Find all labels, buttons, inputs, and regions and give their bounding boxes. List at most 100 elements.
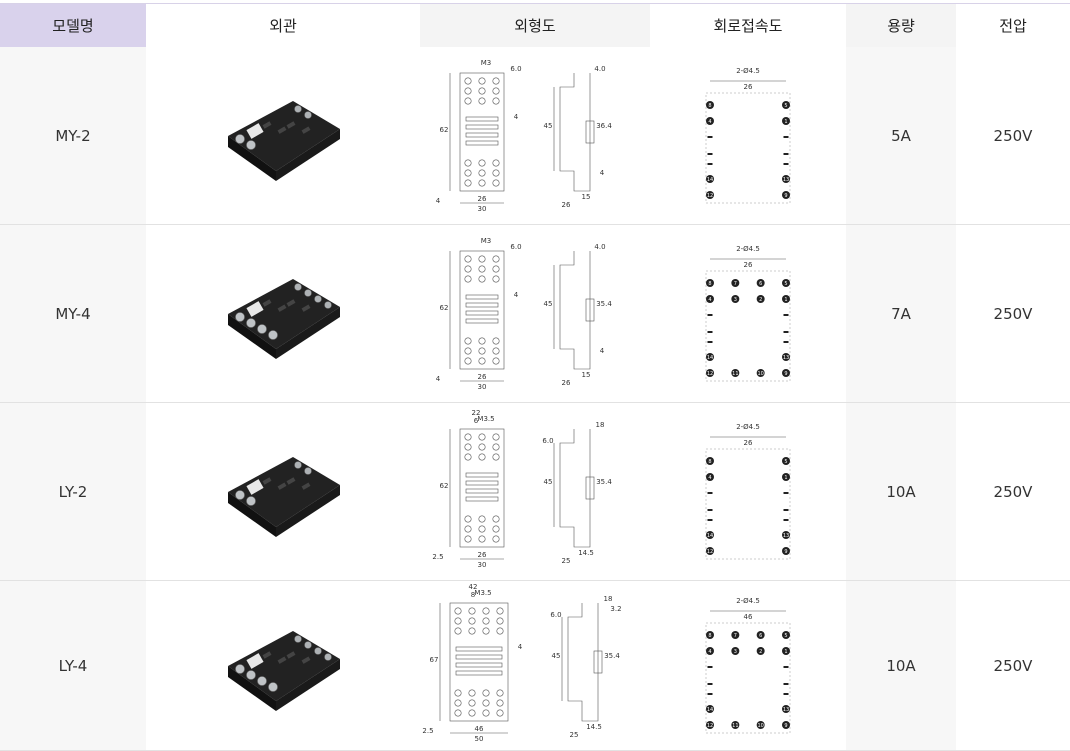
dim-inner-width: 26 (478, 195, 487, 203)
pin-5 (782, 456, 790, 465)
pin-label: 14 (707, 177, 713, 183)
pin-label: 13 (783, 533, 789, 539)
dim-side-depth: 4.0 (594, 243, 605, 251)
dim-sub-width: 6 (474, 417, 479, 425)
contact-bar (707, 665, 713, 668)
terminal-screw (235, 311, 245, 322)
contact-bar (707, 692, 713, 695)
contact-bar (783, 162, 789, 165)
contact-bar (707, 135, 713, 138)
contact-bar (783, 518, 789, 521)
contact-bar (783, 682, 789, 685)
pin-13 (782, 174, 790, 183)
dim-screw-size: M3.5 (474, 589, 491, 597)
contact-bar (707, 518, 713, 521)
dim-sub-width: 8 (471, 591, 475, 599)
dim-side-top: 6.0 (542, 437, 553, 445)
pin-label: 2 (759, 649, 762, 655)
pin-label: 13 (783, 707, 789, 713)
terminal-screw (294, 104, 302, 113)
dim-step: 4 (518, 643, 523, 651)
pin-label: 11 (732, 723, 738, 729)
pin-12 (706, 190, 714, 199)
pin-6 (756, 630, 765, 639)
pin-label: 2 (759, 297, 762, 303)
terminal-screw (314, 294, 322, 303)
pin-label: 11 (732, 371, 738, 377)
terminal-screw (324, 300, 332, 309)
pin-label: 14 (707, 533, 713, 539)
pin-label: 9 (784, 723, 787, 729)
contact-bar (707, 313, 713, 316)
pin-13 (782, 352, 790, 361)
dim-side-width-1: 15 (582, 371, 591, 379)
pin-slot (301, 655, 311, 664)
photo-cell (146, 225, 420, 402)
pin-5 (782, 278, 790, 287)
socket-body (228, 278, 340, 359)
pin-8 (706, 456, 714, 465)
pin-14 (706, 174, 714, 183)
mount-holes: 2-Ø4.5 (736, 597, 760, 605)
contact-bar (783, 692, 789, 695)
pin-slot (301, 303, 311, 312)
dim-inner-width: 26 (478, 373, 487, 381)
pin-8 (706, 630, 714, 639)
pin-4 (706, 116, 714, 125)
pin-label: 12 (707, 371, 713, 377)
pin-5 (782, 630, 790, 639)
model-cell: MY-2 (0, 47, 146, 224)
pin-12 (706, 720, 714, 729)
pin-4 (706, 472, 714, 481)
dim-side-step: 4 (600, 347, 605, 355)
label-window (246, 122, 264, 139)
terminal-screw (304, 288, 312, 297)
pin-slot (286, 298, 296, 307)
pin-9 (782, 368, 790, 377)
side-view (559, 72, 595, 191)
terminal-screw (268, 329, 278, 340)
pin-1 (782, 646, 790, 655)
pin-7 (731, 630, 740, 639)
terminal-screw (324, 652, 332, 661)
terminal-screw (314, 646, 322, 655)
pin-label: 7 (734, 281, 737, 287)
dim-side-height: 36.4 (596, 122, 612, 130)
pin-11 (731, 720, 740, 729)
pin-13 (782, 530, 790, 539)
pin-7 (731, 278, 740, 287)
pin-6 (756, 278, 765, 287)
contact-bar (783, 330, 789, 333)
pin-slot (301, 125, 311, 134)
terminal-screw (257, 675, 267, 686)
pin-label: 6 (759, 281, 762, 287)
dim-side-width-2: 25 (562, 557, 571, 565)
socket-body (228, 456, 340, 537)
dim-side-depth: 4.0 (594, 65, 605, 73)
pin-label: 12 (707, 723, 713, 729)
terminal-screw (304, 640, 312, 649)
dim-outer-width: 30 (478, 383, 487, 391)
hole-pitch: 26 (744, 83, 753, 91)
pin-5 (782, 100, 790, 109)
model-cell: LY-2 (0, 403, 146, 580)
capacity-cell: 7A (846, 225, 956, 402)
photo-cell (146, 581, 420, 750)
table-top-border (0, 3, 1070, 4)
pin-1 (782, 472, 790, 481)
dim-side-width-2: 26 (562, 201, 571, 209)
pin-label: 5 (784, 459, 787, 465)
pin-label: 8 (708, 633, 711, 639)
pin-slot (301, 481, 311, 490)
pin-label: 7 (734, 633, 737, 639)
dim-side-depth: 18 (596, 421, 605, 429)
dim-total-height: 62 (440, 482, 449, 490)
pin-label: 9 (784, 193, 787, 199)
